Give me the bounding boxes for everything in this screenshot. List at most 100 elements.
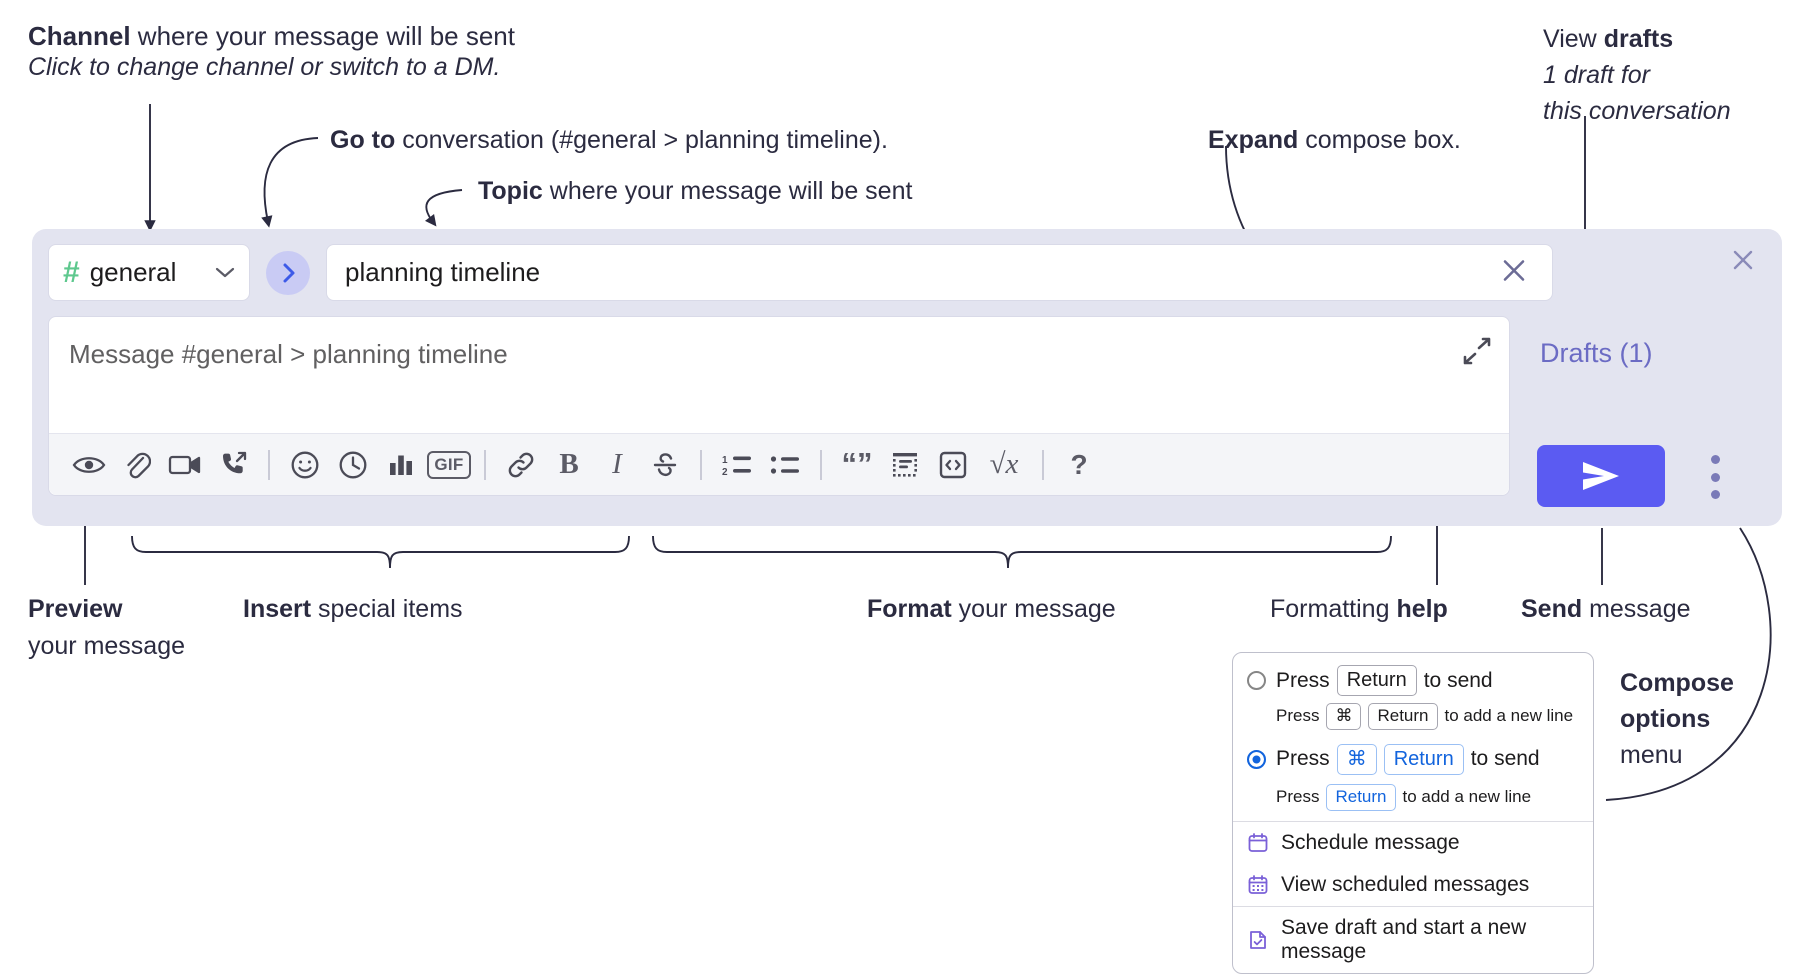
expand-diagonal-icon: [1463, 337, 1491, 365]
option-1-prefix: Press: [1276, 668, 1330, 692]
preview-button[interactable]: [65, 443, 113, 487]
annotation-format: Format your message: [867, 595, 1116, 623]
math-button[interactable]: √x: [977, 443, 1031, 487]
link-button[interactable]: [497, 443, 545, 487]
key-return: Return: [1368, 703, 1438, 730]
clock-icon: [339, 451, 367, 478]
annotation-expand: Expand compose box.: [1208, 126, 1461, 154]
annotation-drafts-line2: 1 draft for: [1543, 61, 1650, 89]
annotation-send: Send message: [1521, 595, 1691, 623]
compose-options-menu: Press Return to send Press ⌘ Return to a…: [1232, 652, 1594, 974]
reminder-button[interactable]: [329, 443, 377, 487]
ordered-list-button[interactable]: 1 2: [713, 443, 761, 487]
option-2-sub-prefix: Press: [1276, 787, 1320, 807]
annotation-drafts-line1: View drafts: [1543, 25, 1674, 53]
italic-label: I: [612, 448, 622, 480]
strikethrough-icon: [653, 452, 677, 476]
compose-header-row: # general planning timeline: [48, 244, 1553, 301]
chevron-down-icon: [215, 267, 235, 278]
radio-selected[interactable]: [1247, 749, 1266, 769]
option-2-sub-suffix: to add a new line: [1402, 787, 1532, 807]
key-command: ⌘: [1336, 743, 1377, 775]
svg-text:1: 1: [722, 455, 728, 466]
formatting-help-button[interactable]: ?: [1055, 443, 1103, 487]
bullet-list-icon: [770, 455, 799, 474]
code-button[interactable]: [929, 443, 977, 487]
separator-3: [700, 449, 702, 480]
annotation-preview-line1: Preview: [28, 595, 123, 623]
more-vertical-icon-dot-2: [1710, 472, 1720, 482]
gif-label: GIF: [427, 450, 471, 479]
channel-name: general: [89, 257, 177, 287]
code-block-button[interactable]: [881, 443, 929, 487]
video-clip-button[interactable]: [161, 443, 209, 487]
menu-item-label: Schedule message: [1281, 830, 1460, 854]
strikethrough-button[interactable]: [641, 443, 689, 487]
option-1-sub-suffix: to add a new line: [1444, 706, 1574, 726]
gif-button[interactable]: GIF: [425, 443, 473, 487]
option-1-suffix: to send: [1423, 668, 1493, 692]
message-input-box[interactable]: Message #general > planning timeline: [48, 316, 1510, 496]
annotation-insert: Insert special items: [243, 595, 463, 623]
square-root-label: √x: [989, 448, 1019, 480]
annotation-channel-line1: Channel where your message will be sent: [28, 21, 515, 51]
emoji-button[interactable]: [281, 443, 329, 487]
separator-4: [820, 449, 822, 480]
italic-button[interactable]: I: [593, 443, 641, 487]
key-return: Return: [1336, 665, 1417, 696]
menu-item-schedule-message[interactable]: Schedule message: [1233, 822, 1593, 864]
calendar-icon: [1248, 832, 1268, 852]
question-mark-label: ?: [1070, 448, 1088, 480]
blockquote-button[interactable]: “”: [833, 443, 881, 487]
send-option-1-main: Press Return to send: [1276, 665, 1493, 696]
smiley-icon: [291, 451, 319, 478]
attach-button[interactable]: [113, 443, 161, 487]
option-2-suffix: to send: [1470, 747, 1540, 771]
annotation-drafts-line3: this conversation: [1543, 97, 1731, 125]
eye-icon: [72, 456, 106, 473]
close-icon: [1733, 250, 1753, 270]
poll-button[interactable]: [377, 443, 425, 487]
separator-2: [484, 449, 486, 480]
separator-1: [268, 449, 270, 480]
svg-text:2: 2: [722, 467, 728, 478]
hash-icon: #: [63, 255, 80, 289]
bold-button[interactable]: B: [545, 443, 593, 487]
bar-chart-icon: [390, 455, 412, 475]
annotated-screenshot: Channel where your message will be sent …: [28, 21, 1782, 974]
option-1-sub-prefix: Press: [1276, 706, 1320, 726]
topic-value: planning timeline: [345, 257, 541, 287]
send-button[interactable]: [1537, 445, 1665, 507]
bullet-list-button[interactable]: [761, 443, 809, 487]
bold-label: B: [559, 448, 579, 480]
annotation-goto: Go to conversation (#general > planning …: [330, 126, 888, 154]
topic-input[interactable]: planning timeline: [326, 244, 1553, 301]
more-vertical-icon-dot-1: [1710, 455, 1720, 464]
code-brackets-icon: [939, 451, 967, 478]
menu-divider-1: [1233, 820, 1593, 822]
annotation-compose-options-line1: Compose: [1620, 669, 1734, 697]
paper-plane-icon: [1583, 462, 1619, 490]
send-option-2[interactable]: Press ⌘ Return to send Press Return to a…: [1233, 740, 1593, 821]
quote-label: “”: [841, 446, 873, 482]
expand-compose-button[interactable]: [1461, 335, 1493, 367]
paperclip-icon: [127, 452, 151, 478]
menu-divider-2: [1233, 905, 1593, 907]
phone-arrow-icon: [223, 451, 247, 473]
menu-item-view-scheduled[interactable]: View scheduled messages: [1233, 864, 1593, 906]
goto-conversation-button[interactable]: [266, 250, 310, 295]
audio-clip-button[interactable]: [209, 443, 257, 487]
code-block-icon: [893, 452, 917, 477]
chevron-right-icon: [283, 263, 294, 282]
option-2-prefix: Press: [1276, 747, 1330, 771]
topic-clear-button[interactable]: [1498, 254, 1530, 291]
send-option-1[interactable]: Press Return to send Press ⌘ Return to a…: [1233, 653, 1593, 740]
panel-close-button[interactable]: [1726, 243, 1760, 277]
calendar-grid-icon: [1248, 874, 1268, 894]
channel-selector[interactable]: # general: [48, 244, 250, 301]
compose-options-button[interactable]: [1704, 455, 1726, 499]
drafts-link[interactable]: Drafts (1): [1540, 338, 1653, 368]
radio-unselected[interactable]: [1247, 671, 1266, 690]
menu-item-save-draft[interactable]: Save draft and start a new message: [1233, 907, 1593, 973]
close-icon: [1503, 259, 1525, 281]
